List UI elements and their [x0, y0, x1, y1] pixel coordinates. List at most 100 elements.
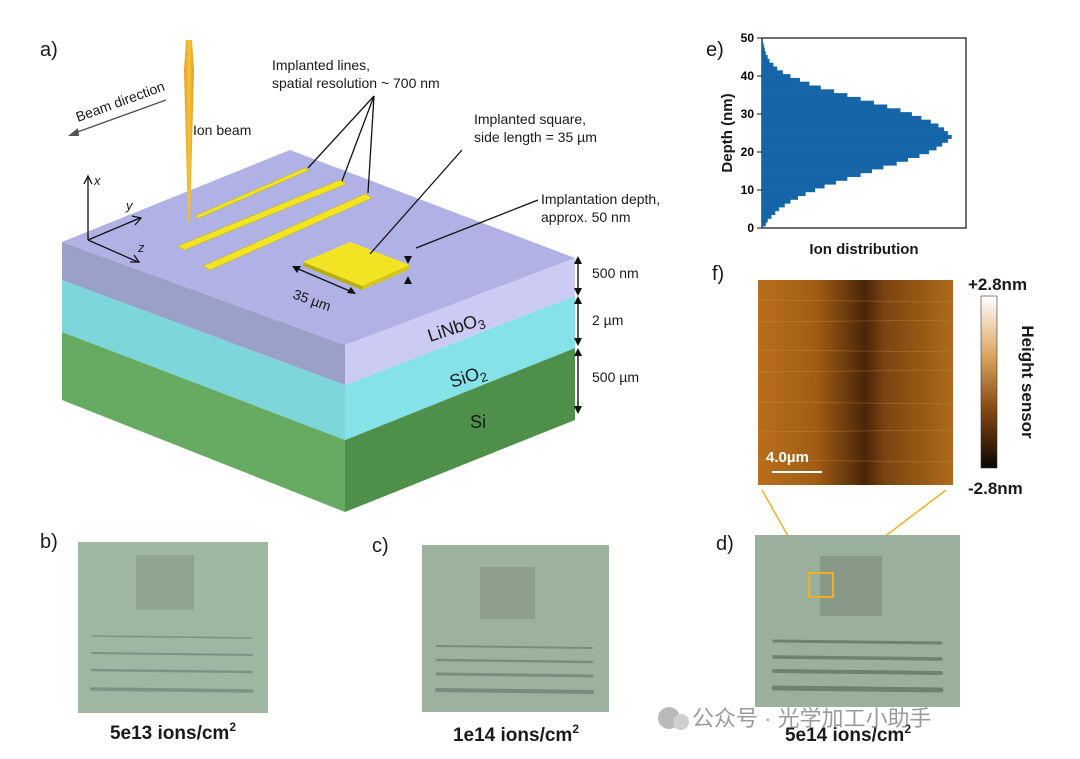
- histogram-bar: [762, 55, 768, 60]
- histogram-bar: [762, 85, 821, 90]
- histogram-bar: [762, 222, 766, 227]
- panel-c: c) 1e14 ions/cm2: [372, 535, 609, 746]
- linbo3-layer-front: [62, 242, 345, 385]
- colorbar-title: Height sensor: [1018, 325, 1037, 439]
- histogram-bar: [762, 115, 922, 120]
- colorbar: [980, 295, 998, 469]
- afm-scan-lines: [757, 299, 954, 463]
- afm-scale-bar-label: 4.0µm: [766, 449, 809, 466]
- beam-direction-arrow: [71, 99, 167, 135]
- y-tick-label: 30: [741, 107, 755, 121]
- axis-x-label: x: [93, 173, 101, 188]
- panel-d-label: d): [716, 533, 734, 555]
- implanted-lines-c: [435, 645, 594, 694]
- coordinate-axes: [83, 174, 143, 263]
- colorbar-min-label: -2.8nm: [968, 479, 1023, 498]
- square-size-arrowhead-2: [347, 287, 356, 294]
- thickness-sio2: 2 µm: [592, 312, 623, 328]
- implantation-depth-arrow-down: [404, 256, 412, 264]
- histogram-bar: [762, 184, 825, 189]
- chart-bars: [762, 39, 952, 227]
- watermark: 公众号 · 光学加工小助手: [658, 706, 932, 731]
- histogram-bar: [762, 203, 785, 208]
- histogram-bar: [762, 157, 909, 162]
- implanted-lines-b: [90, 635, 254, 693]
- thickness-si: 500 µm: [592, 369, 639, 385]
- histogram-bar: [762, 142, 943, 147]
- thickness-arrowheads: [574, 256, 582, 414]
- histogram-bar: [762, 199, 791, 204]
- implantation-depth-label-1: Implantation depth,: [541, 191, 660, 207]
- chart-x-axis-label: Ion distribution: [809, 241, 918, 258]
- histogram-bar: [762, 161, 897, 166]
- implantation-depth-arrow-up: [404, 276, 412, 284]
- histogram-bar: [762, 39, 763, 44]
- panel-f-label: f): [712, 263, 724, 285]
- histogram-bar: [762, 180, 836, 185]
- panel-c-label: c): [372, 535, 389, 557]
- panel-e-label: e): [706, 39, 724, 61]
- histogram-bar: [762, 176, 848, 181]
- implanted-line-3: [202, 193, 373, 271]
- implanted-lines-label-2: spatial resolution ~ 700 nm: [272, 75, 440, 91]
- implantation-depth-label-2: approx. 50 nm: [541, 209, 631, 225]
- implantation-depth-leader: [415, 199, 539, 249]
- si-layer-front: [62, 332, 345, 512]
- histogram-bar: [762, 93, 848, 98]
- implanted-line-2: [177, 179, 347, 251]
- implanted-square-b: [136, 555, 194, 610]
- si-layer-side: [345, 348, 575, 512]
- panel-a: a) Beam direction Ion beam: [40, 39, 660, 512]
- histogram-bar: [762, 169, 873, 174]
- wechat-icon-bubble: [673, 714, 689, 730]
- histogram-bar: [762, 207, 780, 212]
- si-label: Si: [470, 412, 486, 432]
- histogram-bar: [762, 153, 920, 158]
- histogram-bar: [762, 100, 874, 105]
- implanted-square-label-2: side length = 35 µm: [474, 129, 597, 145]
- histogram-bar: [762, 123, 939, 128]
- histogram-bar: [762, 214, 772, 219]
- implanted-square-top: [303, 242, 410, 286]
- implanted-square-d: [820, 556, 882, 616]
- histogram-bar: [762, 58, 770, 63]
- beam-direction-label: Beam direction: [74, 78, 167, 125]
- sio2-layer-side: [345, 296, 575, 440]
- histogram-bar: [762, 134, 952, 139]
- histogram-bar: [762, 89, 835, 94]
- histogram-bar: [762, 104, 888, 109]
- histogram-bar: [762, 172, 861, 177]
- histogram-bar: [762, 191, 806, 196]
- histogram-bar: [762, 81, 810, 86]
- implanted-lines-d: [771, 639, 944, 693]
- ion-beam-label: Ion beam: [193, 122, 251, 138]
- histogram-bar: [762, 62, 774, 67]
- histogram-bar: [762, 218, 768, 223]
- histogram-bar: [762, 112, 912, 117]
- histogram-bar: [762, 66, 778, 71]
- histogram-bar: [762, 51, 766, 56]
- histogram-bar: [762, 96, 861, 101]
- histogram-bar: [762, 108, 901, 113]
- histogram-bar: [762, 70, 783, 75]
- histogram-bar: [762, 131, 948, 136]
- caption-b: 5e13 ions/cm2: [110, 720, 236, 744]
- implanted-square-side: [303, 262, 362, 290]
- panel-f: f) 4.0µm +2.8nm -2.8nm Height sensor: [712, 263, 1037, 576]
- implanted-line-1: [194, 167, 310, 219]
- implanted-square-c: [480, 567, 535, 619]
- panel-d: d) 5e14 ions/cm2: [716, 533, 960, 746]
- zoom-region-box: [808, 572, 834, 598]
- panel-b-label: b): [40, 531, 58, 553]
- y-tick-label: 10: [741, 183, 755, 197]
- histogram-bar: [762, 77, 800, 82]
- square-size-arrowhead-1: [292, 266, 301, 273]
- histogram-bar: [762, 165, 884, 170]
- histogram-bar: [762, 210, 776, 215]
- histogram-bar: [762, 43, 764, 48]
- histogram-bar: [762, 127, 945, 132]
- axis-y-label: y: [125, 198, 134, 213]
